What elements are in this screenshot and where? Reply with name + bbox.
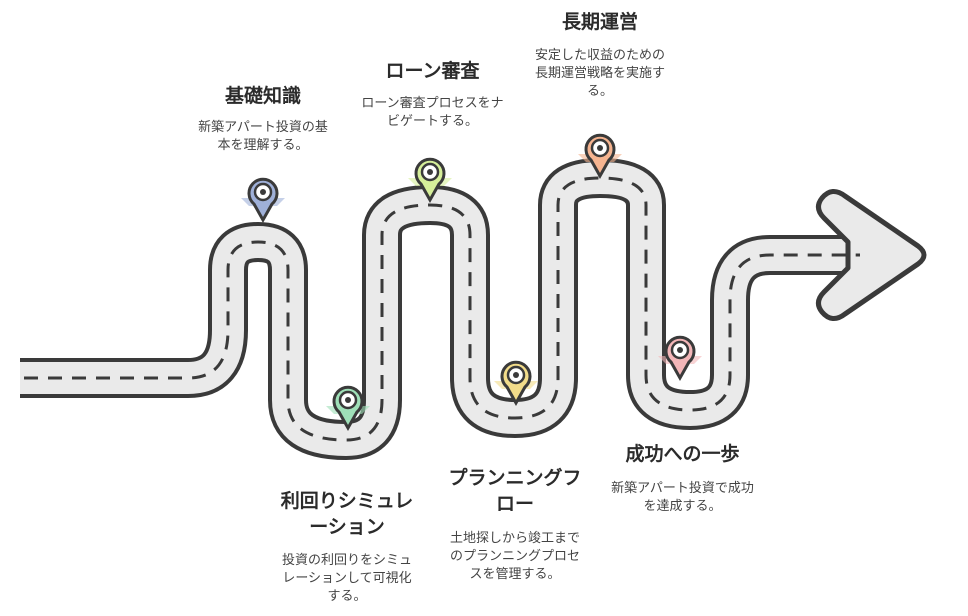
step-desc-step-to-success: 新築アパート投資で成功を達成する。 [611,481,754,514]
pin-yield-simulation [326,385,370,432]
pin-basic-knowledge [241,177,285,224]
step-title-planning-flow: プランニングフロー [448,467,582,515]
pin-loan-review [408,157,452,204]
step-desc-loan-review: ローン審査プロセスをナビゲートする。 [361,96,504,129]
step-title-basic-knowledge: 基礎知識 [224,85,301,107]
road-center-dashes [24,176,860,442]
pin-long-term-operation [578,133,622,180]
step-desc-basic-knowledge: 新築アパート投資の基本を理解する。 [198,120,328,153]
arrow-head [816,189,927,321]
step-desc-planning-flow: 土地探しから竣工までのプランニングプロセスを管理する。 [449,531,580,582]
step-title-step-to-success: 成功への一歩 [625,443,740,465]
step-title-loan-review: ローン審査 [385,60,480,82]
pin-step-to-success [658,335,702,382]
step-desc-yield-simulation: 投資の利回りをシミュレーションして可視化する。 [281,553,412,604]
milestone-markers [241,133,702,432]
pin-planning-flow [494,360,538,407]
step-title-long-term-operation: 長期運営 [561,11,638,33]
step-desc-long-term-operation: 安定した収益のための長期運営戦略を実施する。 [534,48,665,99]
step-title-yield-simulation: 利回りシミュレーション [280,490,414,538]
road-surface [20,162,848,456]
